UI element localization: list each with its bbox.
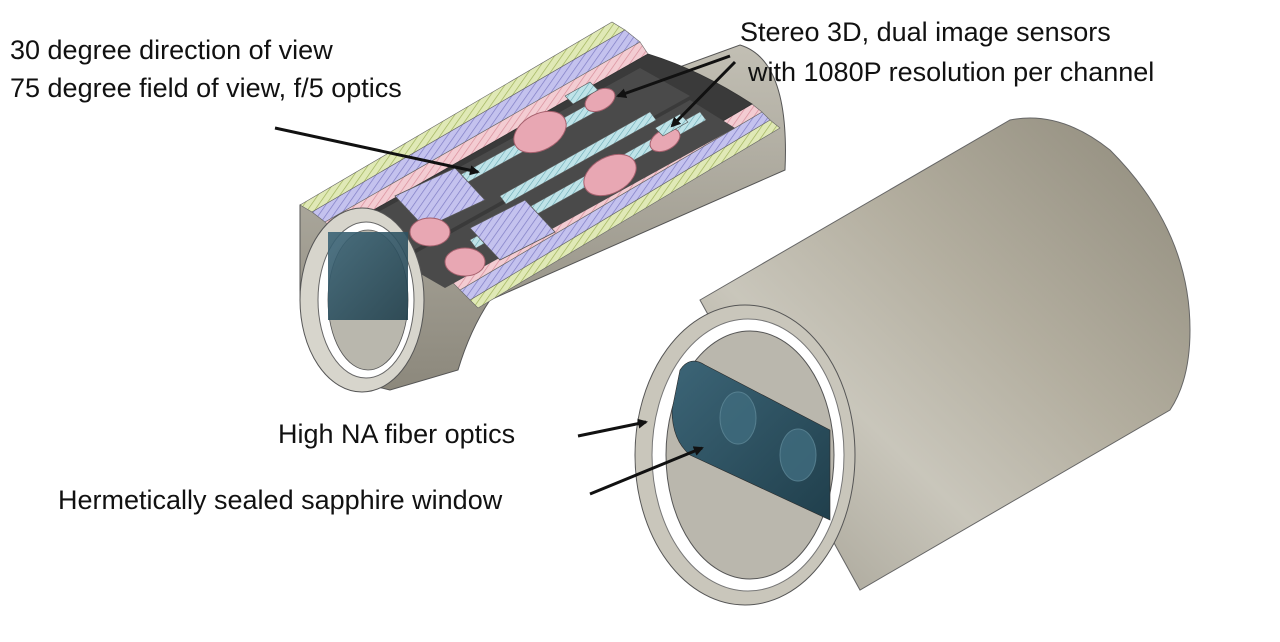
lens-element	[513, 110, 567, 154]
prism-block-upper	[394, 167, 486, 229]
arrow-sensor-lower	[670, 60, 737, 128]
lens-element	[444, 247, 486, 277]
lens-element	[409, 217, 451, 247]
assembled-sapphire-window	[671, 360, 831, 521]
arrow-fiber	[577, 418, 648, 438]
direction-of-view-label: 30 degree direction of view	[10, 35, 333, 65]
arrow-optics	[274, 126, 480, 176]
spacer-bar-3	[499, 111, 657, 205]
arrow-sensor-upper	[616, 54, 731, 99]
callout-arrows	[274, 54, 737, 496]
cutaway-endoscope	[299, 21, 786, 393]
sapphire-window-label: Hermetically sealed sapphire window	[58, 485, 503, 515]
cutaway-sapphire-window	[328, 232, 408, 320]
window-lens-reflection	[779, 428, 817, 482]
prism-block-lower	[469, 199, 556, 261]
assembled-endoscope	[634, 117, 1191, 606]
fiber-optics-label: High NA fiber optics	[278, 419, 516, 449]
resolution-label: with 1080P resolution per channel	[748, 57, 1155, 87]
lens-element	[583, 153, 637, 197]
field-of-view-label: 75 degree field of view, f/5 optics	[10, 73, 402, 103]
arrow-window	[589, 446, 704, 496]
stereo-sensors-label: Stereo 3D, dual image sensors	[740, 17, 1111, 47]
image-sensor-upper	[564, 81, 599, 105]
window-lens-reflection	[719, 391, 757, 445]
